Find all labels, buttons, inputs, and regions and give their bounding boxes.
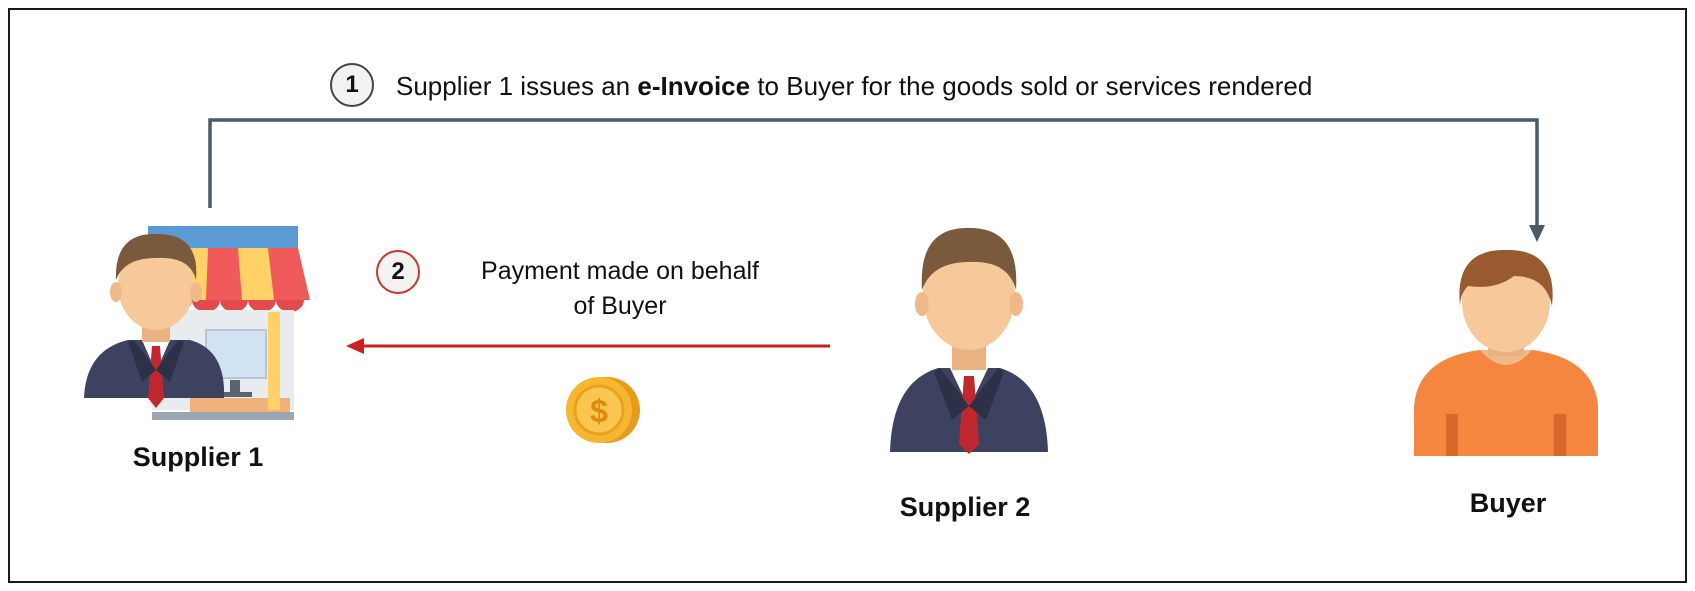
step-1-number: 1 bbox=[345, 71, 359, 98]
buyer-label: Buyer bbox=[1469, 488, 1547, 518]
payment-arrowhead bbox=[346, 338, 364, 354]
invoice-arrow bbox=[208, 118, 1539, 233]
supplier-2-label: Supplier 2 bbox=[899, 492, 1031, 522]
svg-text:$: $ bbox=[590, 393, 608, 429]
supplier-1-icon bbox=[84, 226, 310, 420]
coin-icon: $ bbox=[566, 377, 640, 443]
step-1-badge: 1 bbox=[330, 63, 374, 107]
step-2-line-2: of Buyer bbox=[573, 292, 667, 320]
invoice-arrowhead bbox=[1529, 225, 1545, 242]
step-2-text: Payment made on behalf of Buyer bbox=[440, 254, 800, 324]
step-1-text-before: Supplier 1 issues an bbox=[396, 71, 638, 101]
supplier-2-icon bbox=[890, 227, 1048, 454]
step-2-number: 2 bbox=[391, 258, 405, 285]
supplier-1-label: Supplier 1 bbox=[132, 442, 264, 472]
step-2-badge: 2 bbox=[376, 250, 420, 294]
step-1-annotation: 1 Supplier 1 issues an e-Invoice to Buye… bbox=[330, 63, 1312, 107]
diagram-frame bbox=[8, 8, 1687, 583]
step-1-text: Supplier 1 issues an e-Invoice to Buyer … bbox=[396, 71, 1312, 102]
step-2-line-1: Payment made on behalf bbox=[481, 257, 759, 285]
buyer-icon bbox=[1414, 249, 1598, 456]
step-1-text-after: to Buyer for the goods sold or services … bbox=[750, 71, 1313, 101]
step-2-annotation: 2 Payment made on behalf of Buyer bbox=[376, 250, 800, 324]
step-1-text-bold: e-Invoice bbox=[637, 71, 751, 101]
